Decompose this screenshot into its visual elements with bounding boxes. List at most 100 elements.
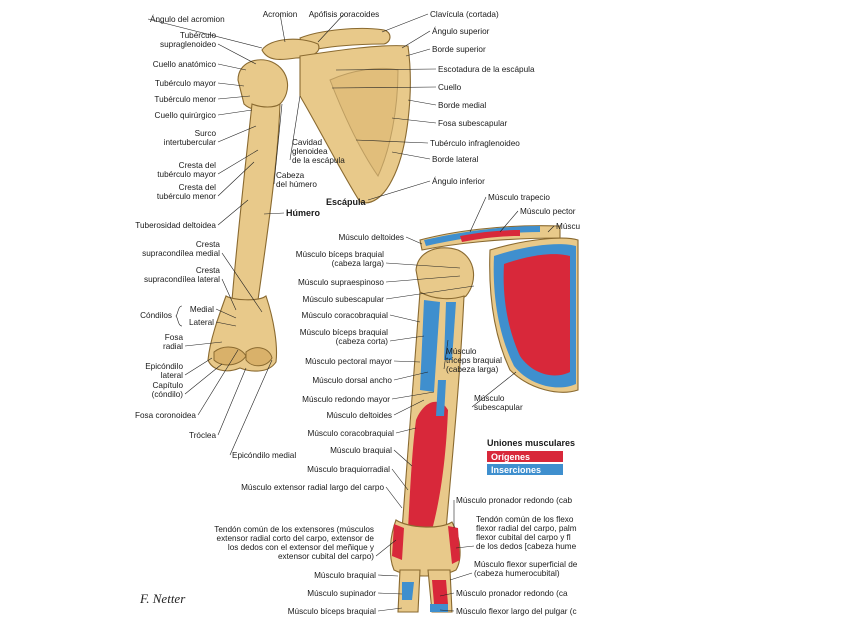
bone-upper-label: glenoidea [292,147,328,156]
bone-upper-leader-line [263,212,285,215]
muscle-label: Músculo bíceps braquial [288,607,376,616]
bone-upper-label: Tubérculo mayor [155,79,216,88]
muscle-label: Músculo braquiorradial [307,465,390,474]
muscle-leader-line [375,539,397,557]
leader-lines [147,13,555,612]
bone-upper-label: Tuberosidad deltoidea [135,221,216,230]
bone-upper-label: tubérculo mayor [157,170,216,179]
bone-upper-label: Escápula [326,197,367,207]
muscle-leader-line [385,275,461,283]
bone-upper-label: Cabeza [276,171,305,180]
muscle-label: Músculo bíceps braquial [300,328,388,337]
muscle-label: flexor radial del carpo, palm [476,524,577,533]
bone-lower-label: Cóndilos [140,311,172,320]
bone-lower-leader-line [184,357,213,376]
legend-origins: Orígenes [491,452,530,462]
muscle-label: Tendón común de los flexo [476,515,574,524]
bone-upper-leader-line [217,149,259,175]
bone-lower-label: Lateral [189,318,214,327]
bone-upper-leader-line [381,13,429,33]
humerus-scapula-illustration [207,27,411,372]
bone-lower-label: supracondílea medial [142,249,220,258]
muscle-label: Músculo trapecio [488,193,550,202]
muscle-leader-line [385,262,461,269]
legend: Uniones musculares Orígenes Inserciones [487,438,575,475]
muscle-label: los dedos con el extensor del meñique y [228,543,375,552]
bone-lower-label: lateral [161,371,183,380]
bone-upper-label: Surco [195,129,217,138]
muscle-label: Músculo coracobraquial [308,429,395,438]
muscle-label: (cabeza larga) [446,365,499,374]
muscle-leader-line [377,607,403,612]
muscle-leader-line [377,574,399,577]
bone-upper-leader-line [289,95,301,161]
bone-upper-label: Tubérculo menor [154,95,216,104]
bone-upper-label: Apófisis coracoides [309,10,380,19]
muscle-label: Músculo braquial [330,446,392,455]
bone-lower-label: Epicóndilo [145,362,183,371]
muscle-label: Músculo coracobraquial [302,311,389,320]
muscle-leader-line [469,196,487,233]
bone-lower-label: radial [163,342,183,351]
muscle-leader-line [377,592,403,595]
bone-upper-leader-line [331,86,437,89]
muscle-label: extensor radial corto del carpo, extenso… [217,534,375,543]
bone-upper-leader-line [367,180,431,201]
muscle-label: flexor cubital del carpo y fl [476,533,571,542]
bone-upper-leader-line [273,103,283,185]
bone-upper-label: Cuello [438,83,462,92]
bone-upper-leader-line [217,82,245,87]
muscle-label: Músculo subescapular [303,295,385,304]
bone-upper-label: Borde superior [432,45,486,54]
muscle-label: Músculo redondo mayor [302,395,390,404]
bone-upper-leader-line [405,48,431,57]
muscle-leader-line [385,285,475,300]
bone-upper-label: Cuello quirúrgico [155,111,217,120]
bone-upper-label: Cavidad [292,138,322,147]
legend-insertions: Inserciones [491,465,541,475]
bone-lower-leader-line [217,367,247,436]
muscle-leader-line [449,572,473,581]
bone-upper-label: Ángulo superior [432,26,490,36]
bone-lower-leader-line [215,308,237,319]
bone-upper-leader-line [391,151,431,160]
muscle-label: Tendón común de los extensores (músculos [214,525,374,534]
bone-upper-label: Acromion [263,10,298,19]
bone-lower-leader-line [197,349,239,416]
muscle-label: de los dedos [cabeza hume [476,542,577,551]
muscle-leader-line [393,371,429,381]
muscle-leader-line [443,339,449,370]
muscle-leader-line [499,210,519,233]
bone-upper-leader-line [317,13,345,43]
muscle-label: Músculo flexor superficial de [474,560,578,569]
bone-upper-leader-line [279,13,286,43]
muscle-label: Músculo pronador redondo (cab [456,496,573,505]
bone-lower-leader-line [184,341,223,347]
muscle-attachment-illustration [389,225,579,613]
muscle-leader-line [391,468,409,491]
bone-upper-label: supraglenoideo [160,40,216,49]
bone-upper-label: Fosa subescapular [438,119,507,128]
bone-lower-leader-line [229,359,273,456]
bone-upper-leader-line [217,161,255,197]
muscle-label: (cabeza humerocubital) [474,569,560,578]
bone-upper-leader-line [335,68,437,71]
bone-upper-label: Cresta del [179,161,216,170]
bone-lower-leader-line [221,278,237,311]
bone-lower-label: Cresta [196,240,221,249]
bone-lower-leader-line [184,363,223,395]
muscle-label: Músculo extensor radial largo del carpo [241,483,384,492]
bone-upper-label: Borde lateral [432,155,479,164]
muscle-label: Músculo [474,394,505,403]
bone-upper-leader-line [355,139,429,144]
bone-upper-label: del húmero [276,180,317,189]
bone-upper-label: de la escápula [292,156,345,165]
muscle-leader-line [547,225,555,233]
legend-origin-swatch [487,451,563,462]
bone-upper-leader-line [217,95,251,100]
muscle-leader-line [439,609,455,612]
muscle-label: (cabeza corta) [336,337,389,346]
bone-upper-label: Tubérculo infraglenoideo [430,139,520,148]
